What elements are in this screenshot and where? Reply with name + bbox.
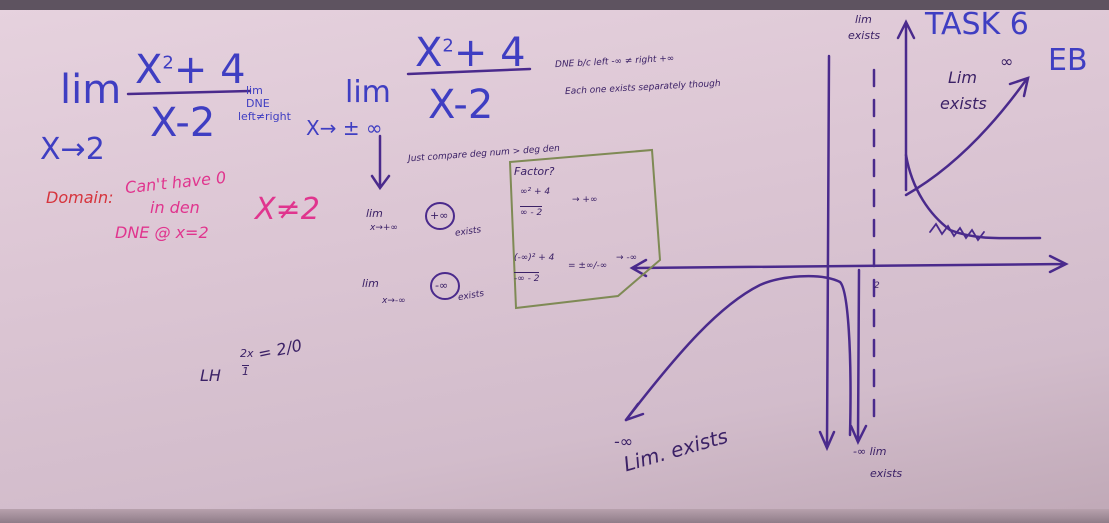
factor-res1: → +∞ bbox=[572, 196, 597, 205]
task-title: TASK 6 bbox=[925, 10, 1029, 40]
dne-note-leftright: left≠right bbox=[238, 111, 291, 122]
curve-scribble bbox=[930, 224, 984, 240]
domain-line3: DNE @ x=2 bbox=[115, 225, 209, 241]
lh-frac-num: 2x bbox=[240, 348, 254, 359]
expr1-num-x: X bbox=[135, 47, 162, 93]
lim-inf-symbol: ∞ bbox=[1000, 54, 1013, 70]
graph-top-lim: lim bbox=[855, 14, 872, 25]
lh-label: LH bbox=[200, 368, 221, 384]
lim-neg-lim: lim bbox=[362, 278, 379, 289]
curve-right-branch bbox=[906, 155, 1040, 238]
expr1-numerator: X2+ 4 bbox=[135, 50, 246, 90]
y-axis bbox=[820, 56, 834, 448]
lh-frac-den: 1 bbox=[242, 365, 249, 377]
lim-pos-sub: x→+∞ bbox=[370, 224, 398, 233]
lim-neg-sub: x→-∞ bbox=[382, 297, 406, 306]
domain-label: Domain: bbox=[46, 190, 113, 206]
expr1-num-rest: + 4 bbox=[174, 47, 246, 93]
bottom-left-neg-inf: -∞ bbox=[614, 434, 633, 450]
expr2-num-x: X bbox=[415, 30, 442, 76]
domain-restriction: X≠2 bbox=[255, 195, 320, 225]
dne-note-dne: DNE bbox=[246, 98, 270, 109]
factor-frac2-num: (-∞)² + 4 bbox=[514, 254, 554, 263]
expr2-lim: lim bbox=[345, 78, 391, 108]
expr1-denominator: X-2 bbox=[150, 103, 215, 143]
lim-pos-circled: +∞ bbox=[430, 210, 448, 221]
expr2-subscript: X→ ± ∞ bbox=[306, 118, 383, 138]
curve-left-arrow bbox=[626, 404, 643, 420]
tick-2-label: 2 bbox=[874, 282, 880, 291]
lim-inf-lim: Lim bbox=[948, 70, 977, 86]
down-arrow-right bbox=[851, 270, 866, 442]
dne-note-lim: lim bbox=[246, 85, 263, 96]
x-axis bbox=[632, 256, 1066, 276]
down-arrow bbox=[372, 136, 389, 188]
expr1-subscript: X→2 bbox=[40, 135, 105, 165]
factor-title: Factor? bbox=[514, 166, 555, 177]
bottom-right-lim: -∞ lim bbox=[853, 446, 886, 457]
curve-left-branch bbox=[626, 276, 851, 435]
factor-frac2-den: -∞ - 2 bbox=[514, 272, 539, 284]
task-sub: EB bbox=[1048, 46, 1088, 76]
expr2-denominator: X-2 bbox=[428, 85, 493, 125]
domain-line2: in den bbox=[150, 200, 200, 216]
lim-inf-exists: exists bbox=[940, 96, 987, 112]
bottom-right-exists: exists bbox=[870, 468, 902, 479]
lim-neg-circled: -∞ bbox=[435, 280, 448, 291]
expr2-num-exp: 2 bbox=[442, 36, 453, 57]
expr2-numerator: X2+ 4 bbox=[415, 33, 526, 73]
graph-top-exists: exists bbox=[848, 30, 880, 41]
expr2-num-rest: + 4 bbox=[454, 30, 526, 76]
factor-mid2: = ±∞/-∞ bbox=[568, 262, 607, 271]
lim-pos-lim: lim bbox=[366, 208, 383, 219]
factor-frac1-den: ∞ - 2 bbox=[520, 206, 542, 218]
factor-res2: → -∞ bbox=[616, 254, 637, 263]
expr1-num-exp: 2 bbox=[162, 53, 173, 74]
expr1-lim: lim bbox=[60, 70, 121, 110]
factor-frac1-num: ∞² + 4 bbox=[520, 188, 550, 197]
up-arrow bbox=[898, 22, 914, 190]
